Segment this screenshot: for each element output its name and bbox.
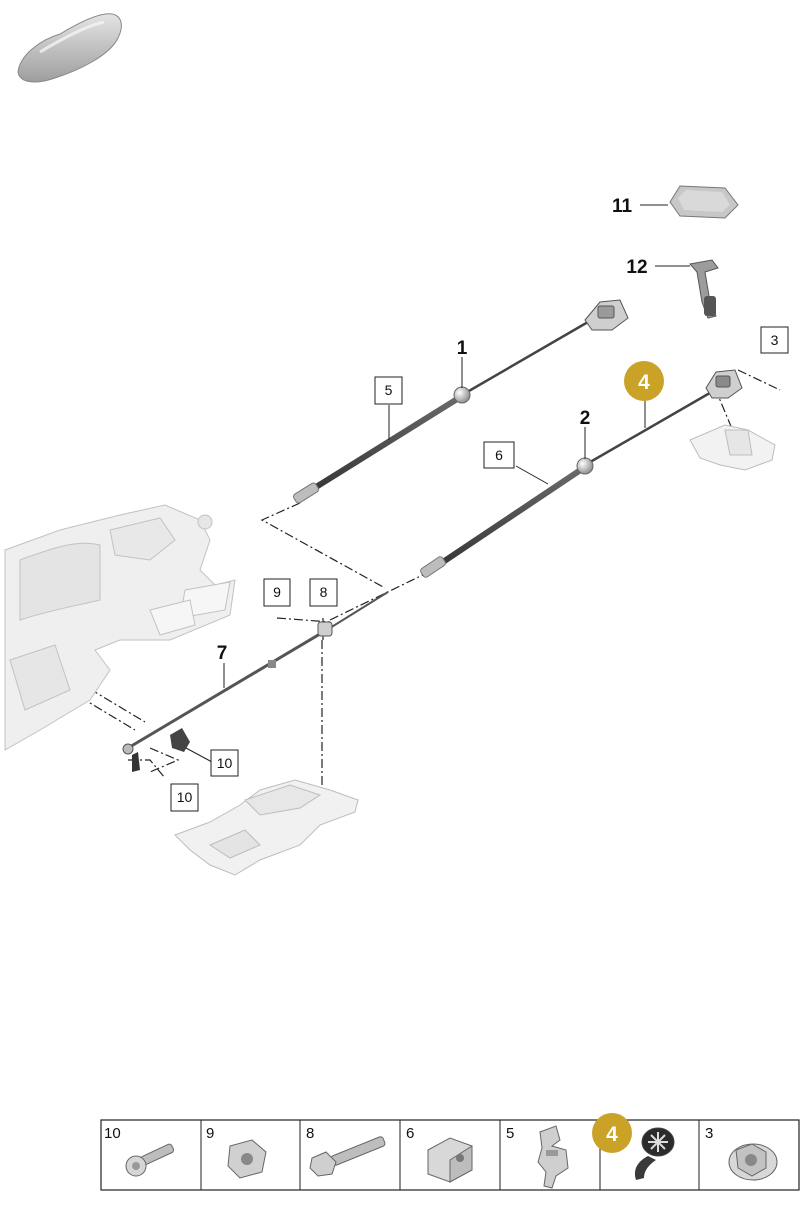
parts-strip-cell-9[interactable]: 9 [206,1125,267,1179]
cable-1 [292,299,629,504]
callout-box-6: 6 [483,441,515,469]
bolt-icon [125,1143,175,1177]
svg-text:10: 10 [217,755,233,771]
callout-box-9: 9 [263,578,291,607]
parts-strip: 10 9 8 6 [100,1113,800,1191]
part-12-lever [689,259,719,319]
svg-text:8: 8 [320,584,328,600]
callout-box-3: 3 [760,326,789,354]
parts-strip-cell-4[interactable]: 4 [592,1113,675,1180]
svg-text:8: 8 [306,1125,314,1142]
parts-strip-cell-8[interactable]: 8 [306,1125,386,1177]
shift-rod-7 [122,591,389,772]
callout-2: 2 [580,408,591,429]
lower-bracket [174,779,359,876]
parts-strip-cell-10[interactable]: 10 [104,1125,175,1177]
svg-text:3: 3 [705,1125,713,1142]
callout-box-5: 5 [374,376,403,405]
transmission-housing [4,504,236,751]
parts-strip-cell-3[interactable]: 3 [705,1125,778,1181]
leader-lines [185,204,690,763]
parts-strip-cell-5[interactable]: 5 [506,1125,569,1189]
car-model-icon [17,13,122,83]
callout-box-8: 8 [309,578,338,607]
svg-text:9: 9 [206,1125,214,1142]
right-bracket [689,424,776,471]
callout-box-10-a: 10 [210,749,239,777]
callout-11: 11 [612,196,633,217]
parts-strip-cell-6[interactable]: 6 [406,1125,473,1183]
flange-nut-icon [728,1143,778,1181]
svg-text:10: 10 [104,1125,121,1142]
svg-text:10: 10 [177,789,193,805]
cable-clip-icon [537,1125,569,1189]
svg-text:5: 5 [385,382,393,398]
long-bolt-icon [309,1136,386,1177]
callout-7: 7 [217,643,228,664]
svg-text:9: 9 [273,584,281,600]
cable-2 [420,369,743,578]
svg-text:6: 6 [495,447,503,463]
callout-12: 12 [626,257,647,278]
callout-4-highlight[interactable]: 4 [624,361,664,401]
rosette-clip-icon [634,1127,675,1180]
callout-1: 1 [457,338,468,359]
parts-strip-number-4: 4 [606,1123,618,1146]
callout-box-10-b: 10 [170,783,199,812]
svg-text:3: 3 [771,332,779,348]
clip-block-icon [427,1137,473,1183]
svg-text:5: 5 [506,1125,514,1142]
hex-nut-icon [227,1139,267,1179]
part-11-cover [669,185,739,219]
callout-4: 4 [638,371,650,394]
svg-text:6: 6 [406,1125,414,1142]
